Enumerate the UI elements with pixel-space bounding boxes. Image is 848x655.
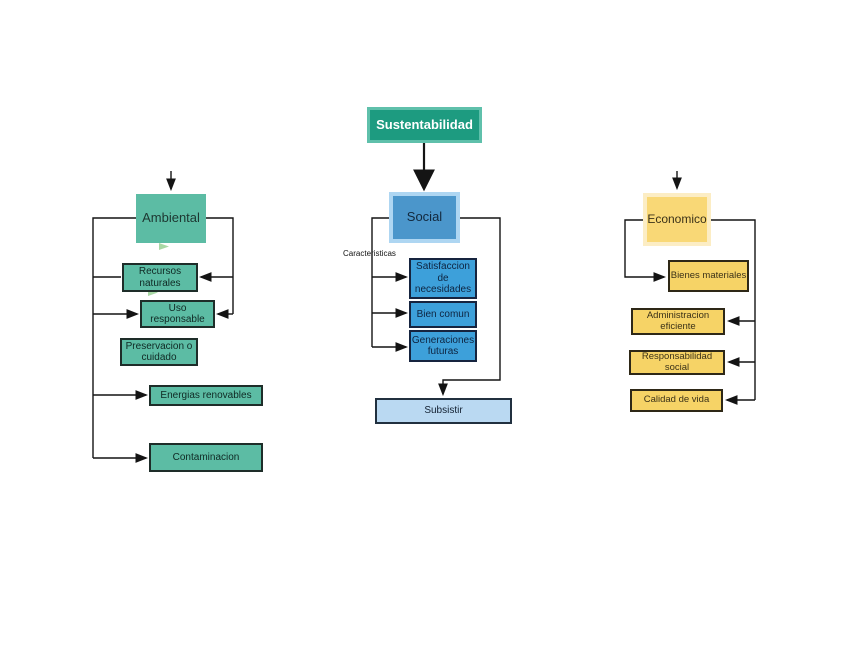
connector-social-to-subsistir bbox=[438, 217, 501, 397]
mini-green-arrow-1 bbox=[159, 243, 169, 250]
node-calidad-de-vida: Calidad de vida bbox=[630, 389, 723, 412]
node-satisfaccion-necesidades: Satisfaccion de necesidades bbox=[409, 258, 477, 299]
node-bien-comun: Bien comun bbox=[409, 301, 477, 328]
node-uso-responsable: Uso responsable bbox=[140, 300, 215, 328]
caracteristicas-label: Caracteristicas bbox=[343, 249, 396, 258]
node-economico: Economico bbox=[643, 193, 711, 246]
connector-economico-right-rail bbox=[711, 219, 756, 400]
node-subsistir: Subsistir bbox=[375, 398, 512, 424]
node-social: Social bbox=[389, 192, 460, 243]
connector-ambiental-left-rail bbox=[92, 217, 136, 458]
node-administracion-eficiente: Administracion eficiente bbox=[631, 308, 725, 335]
node-sustentabilidad: Sustentabilidad bbox=[367, 107, 482, 143]
node-generaciones-futuras: Generaciones futuras bbox=[409, 330, 477, 362]
node-ambiental: Ambiental bbox=[136, 194, 206, 243]
node-contaminacion: Contaminacion bbox=[149, 443, 263, 472]
connector-ambiental-right-rail bbox=[206, 217, 234, 314]
node-responsabilidad-social: Responsabilidad social bbox=[629, 350, 725, 375]
node-preservacion-cuidado: Preservacion o cuidado bbox=[120, 338, 198, 366]
connector-social-left-rail bbox=[371, 217, 389, 347]
node-bienes-materiales: Bienes materiales bbox=[668, 260, 749, 292]
connector-economico-left-rail bbox=[624, 219, 667, 282]
node-recursos-naturales: Recursos naturales bbox=[122, 263, 198, 292]
node-energias-renovables: Energias renovables bbox=[149, 385, 263, 406]
